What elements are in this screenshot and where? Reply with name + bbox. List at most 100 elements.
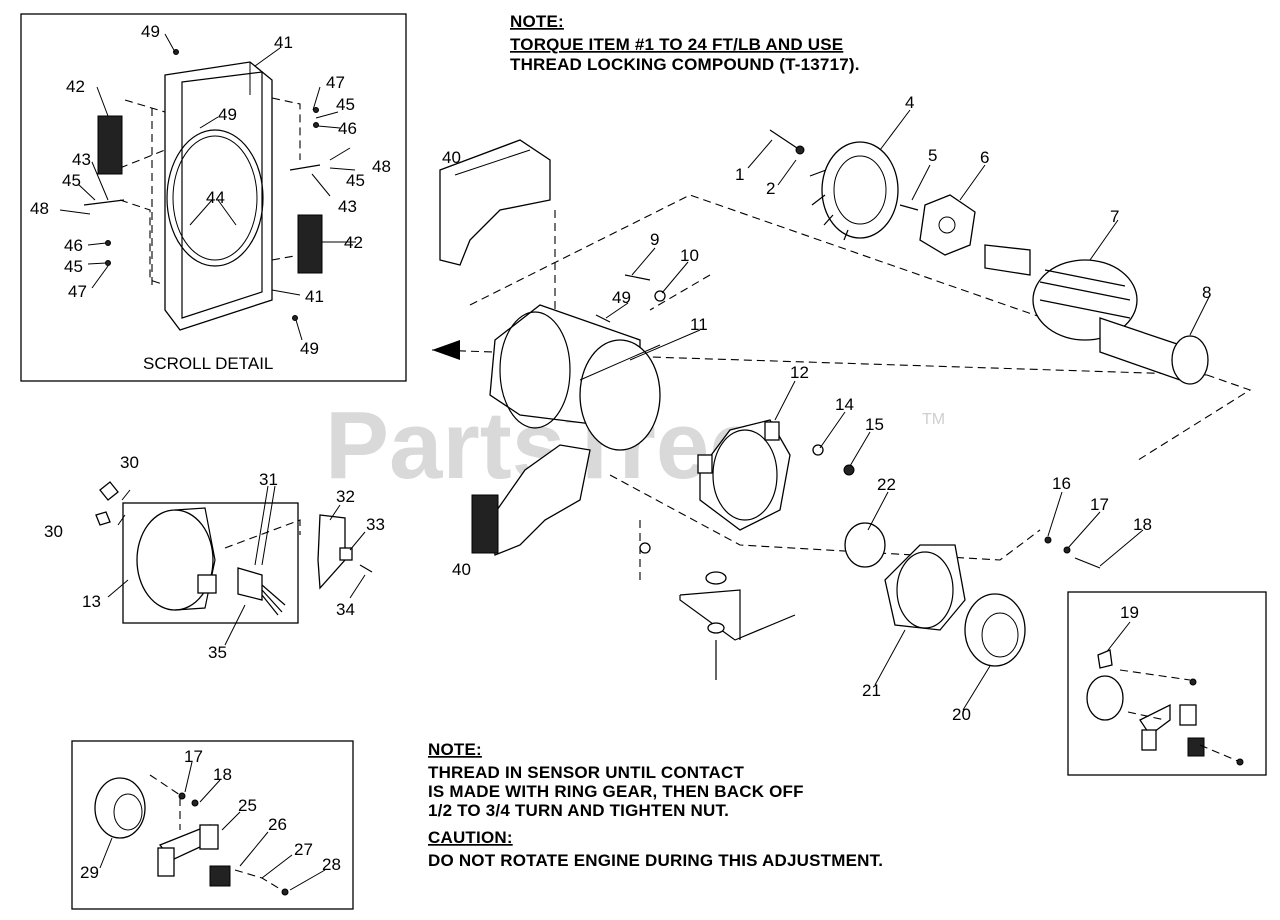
label-42: 42	[344, 233, 363, 252]
label-9: 9	[650, 230, 659, 249]
label-43: 43	[338, 197, 357, 216]
label-49: 49	[612, 288, 631, 307]
brush-ring	[94, 777, 146, 839]
label-48: 48	[372, 157, 391, 176]
scroll-detail-panel: 49 41 42 49 47 45 46 48 45 43 44 43 45 4…	[20, 13, 407, 382]
label-47: 47	[326, 73, 345, 92]
sensor-note-line2: IS MADE WITH RING GEAR, THEN BACK OFF	[428, 782, 804, 801]
label-29: 29	[80, 863, 99, 882]
rotor-shaft	[1099, 317, 1181, 381]
watermark-tm: TM	[922, 411, 945, 428]
label-16: 16	[1052, 474, 1071, 493]
label-12: 12	[790, 363, 809, 382]
hub	[919, 194, 976, 256]
label-7: 7	[1110, 207, 1119, 226]
label-18: 18	[1133, 515, 1152, 534]
label-49: 49	[141, 22, 160, 41]
label-34: 34	[336, 600, 355, 619]
sensor-note: NOTE: THREAD IN SENSOR UNTIL CONTACT IS …	[428, 740, 883, 870]
label-33: 33	[366, 515, 385, 534]
label-41: 41	[305, 287, 324, 306]
label-2: 2	[766, 179, 775, 198]
bearing	[844, 522, 886, 568]
mount-bracket	[679, 589, 796, 641]
label-25: 25	[238, 796, 257, 815]
end-bell	[136, 509, 214, 611]
label-43: 43	[72, 150, 91, 169]
label-30: 30	[120, 453, 139, 472]
label-26: 26	[268, 815, 287, 834]
ring-gear	[964, 593, 1026, 667]
scroll-half-bottom	[489, 444, 591, 556]
axis-arrow	[432, 340, 460, 360]
grille-bottom	[471, 494, 499, 554]
label-31: 31	[259, 470, 278, 489]
scroll-detail-frame	[20, 13, 407, 382]
label-46: 46	[338, 119, 357, 138]
label-44: 44	[206, 188, 225, 207]
stator-end	[579, 339, 661, 451]
label-32: 32	[336, 487, 355, 506]
label-17: 17	[184, 747, 203, 766]
sensor-note-heading: NOTE:	[428, 740, 482, 759]
label-30: 30	[44, 522, 63, 541]
sensor-detail-panel	[1067, 591, 1267, 776]
label-21: 21	[862, 681, 881, 700]
label-40: 40	[452, 560, 471, 579]
grille-left	[97, 115, 123, 175]
end-bracket	[699, 419, 791, 531]
label-8: 8	[1202, 283, 1211, 302]
label-17: 17	[1090, 495, 1109, 514]
caution-heading: CAUTION:	[428, 828, 513, 847]
label-40: 40	[442, 148, 461, 167]
label-11: 11	[690, 315, 708, 334]
sensor-note-line1: THREAD IN SENSOR UNTIL CONTACT	[428, 763, 745, 782]
label-45: 45	[64, 257, 83, 276]
label-49: 49	[218, 105, 237, 124]
torque-note-heading: NOTE:	[510, 12, 564, 31]
sensor-detail-frame	[1067, 591, 1267, 776]
sensor-note-line3: 1/2 TO 3/4 TURN AND TIGHTEN NUT.	[428, 801, 729, 820]
brush-detail-panel: 17 18 25 26 27 28 29	[71, 740, 354, 910]
torque-note: NOTE: TORQUE ITEM #1 TO 24 FT/LB AND USE…	[510, 12, 860, 74]
bracket-detail-panel: 30 30 31 32 33 34 35 13	[44, 453, 385, 662]
label-45: 45	[62, 171, 81, 190]
label-35: 35	[208, 643, 227, 662]
rotor	[1032, 259, 1138, 341]
label-48: 48	[30, 199, 49, 218]
label-13: 13	[82, 592, 101, 611]
caution-line1: DO NOT ROTATE ENGINE DURING THIS ADJUSTM…	[428, 851, 883, 870]
torque-note-line1: TORQUE ITEM #1 TO 24 FT/LB AND USE	[510, 35, 843, 54]
label-20: 20	[952, 705, 971, 724]
grille-right	[297, 214, 323, 274]
label-10: 10	[680, 246, 699, 265]
torque-note-line2: THREAD LOCKING COMPOUND (T-13717).	[510, 55, 860, 74]
label-4: 4	[905, 93, 914, 112]
label-22: 22	[877, 475, 896, 494]
label-18: 18	[213, 765, 232, 784]
label-46: 46	[64, 236, 83, 255]
sensor-body	[1086, 675, 1124, 721]
label-1: 1	[735, 165, 744, 184]
ring-gear-housing	[884, 544, 966, 631]
label-45: 45	[336, 95, 355, 114]
label-49: 49	[300, 339, 319, 358]
label-41: 41	[274, 33, 293, 52]
label-5: 5	[928, 146, 937, 165]
label-19: 19	[1120, 603, 1139, 622]
label-14: 14	[835, 395, 854, 414]
label-15: 15	[865, 415, 884, 434]
main-assembly: 1 2 4 5 6 7 8 9 10 49 11 40 40 12 14 15 …	[431, 93, 1252, 724]
scroll-detail-title: SCROLL DETAIL	[143, 354, 273, 373]
brush-detail-frame	[71, 740, 354, 910]
label-27: 27	[294, 840, 313, 859]
label-28: 28	[322, 855, 341, 874]
scroll-ring	[166, 129, 264, 267]
brush-holder	[237, 567, 263, 601]
label-42: 42	[66, 77, 85, 96]
label-6: 6	[980, 148, 989, 167]
label-47: 47	[68, 282, 87, 301]
bracket-32	[317, 514, 346, 590]
